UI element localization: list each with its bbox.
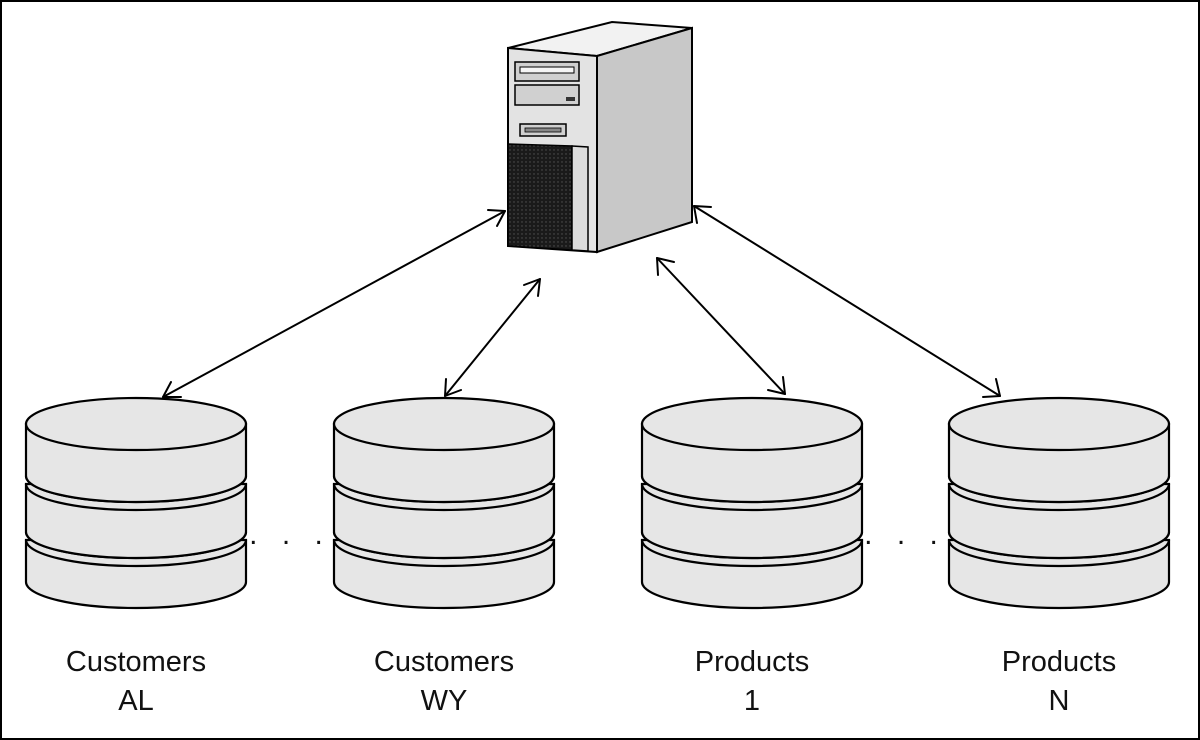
database-products-n: Products N: [947, 396, 1171, 717]
database-label-line1: Customers: [374, 646, 514, 678]
database-customers-wy: Customers WY: [332, 396, 556, 717]
database-customers-al: Customers AL: [24, 396, 248, 717]
link-arrow-customers-wy: [444, 278, 541, 397]
database-label-line2: WY: [421, 685, 468, 717]
database-label-line1: Customers: [66, 646, 206, 678]
database-products-1: Products 1: [640, 396, 864, 717]
database-label-line2: N: [1049, 685, 1070, 717]
database-icon: [332, 396, 556, 610]
link-arrow-products-1: [656, 257, 786, 395]
ellipsis-products: . . .: [864, 518, 946, 551]
server-icon: [507, 20, 693, 254]
database-label-line2: AL: [118, 685, 153, 717]
database-label-line2: 1: [744, 685, 760, 717]
database-label-line1: Products: [1002, 646, 1116, 678]
ellipsis-customers: . . .: [249, 518, 331, 551]
database-label-line1: Products: [695, 646, 809, 678]
link-arrow-products-n: [693, 205, 1001, 398]
database-icon: [640, 396, 864, 610]
database-icon: [24, 396, 248, 610]
database-icon: [947, 396, 1171, 610]
link-arrow-customers-al: [162, 209, 506, 398]
